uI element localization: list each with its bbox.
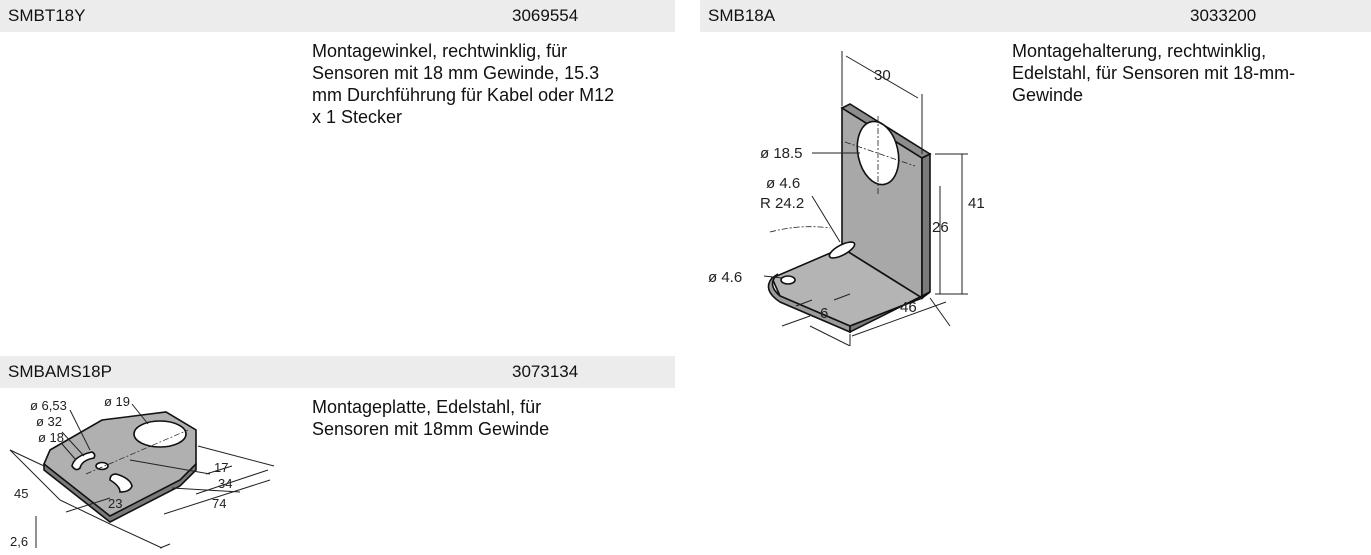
dim-slot-width: 6 xyxy=(820,305,828,322)
product-card-smbams18p: SMBAMS18P 3073134 Montageplatte, Edelsta… xyxy=(0,356,675,555)
dim-foot-hole: ø 4.6 xyxy=(708,269,742,286)
product-name: SMB18A xyxy=(708,6,776,25)
product-card-smb18a: SMB18A 3033200 Montagehalterung, rechtwi… xyxy=(700,0,1371,350)
product-name: SMBAMS18P xyxy=(8,362,112,381)
bracket-drawing: 30 ø 18.5 ø 4.6 R 24.2 41 26 ø 4.6 6 46 xyxy=(708,51,985,346)
dim-height-total: 41 xyxy=(968,195,985,212)
product-header: SMBT18Y 3069554 xyxy=(0,0,675,32)
dim-d32: ø 32 xyxy=(36,414,62,429)
product-header: SMBAMS18P 3073134 xyxy=(0,356,675,388)
product-card-smbt18y: SMBT18Y 3069554 Montagewinkel, rechtwink… xyxy=(0,0,675,300)
dim-height-hole: 26 xyxy=(932,219,949,236)
product-description: Montagewinkel, rechtwinklig, für Sensore… xyxy=(312,41,615,127)
product-header: SMB18A 3033200 xyxy=(700,0,1371,32)
plate-drawing: ø 6,53 ø 19 ø 32 ø 18 17 34 74 45 23 2,6 xyxy=(9,394,275,549)
dim-d-big: ø 19 xyxy=(104,394,130,409)
dim-w74: 74 xyxy=(212,496,226,511)
dim-width: 30 xyxy=(874,67,891,84)
product-code: 3073134 xyxy=(512,362,579,381)
dim-radius: R 24.2 xyxy=(760,195,804,212)
dim-d-small: ø 6,53 xyxy=(30,398,67,413)
dim-w23: 23 xyxy=(108,496,122,511)
product-description: Montageplatte, Edelstahl, für Sensoren m… xyxy=(312,397,550,439)
dim-thickness: 2,6 xyxy=(10,534,28,549)
dim-hole: ø 18.5 xyxy=(760,145,803,162)
product-name: SMBT18Y xyxy=(8,6,86,25)
dim-w17: 17 xyxy=(214,460,228,475)
dim-w34: 34 xyxy=(218,476,232,491)
dim-slot: ø 4.6 xyxy=(766,175,800,192)
dim-w45: 45 xyxy=(14,486,28,501)
dim-d18: ø 18 xyxy=(38,430,64,445)
dim-depth: 46 xyxy=(900,299,917,316)
product-code: 3033200 xyxy=(1190,6,1257,25)
product-description: Montagehalterung, rechtwinklig, Edelstah… xyxy=(1012,41,1296,105)
product-code: 3069554 xyxy=(512,6,579,25)
